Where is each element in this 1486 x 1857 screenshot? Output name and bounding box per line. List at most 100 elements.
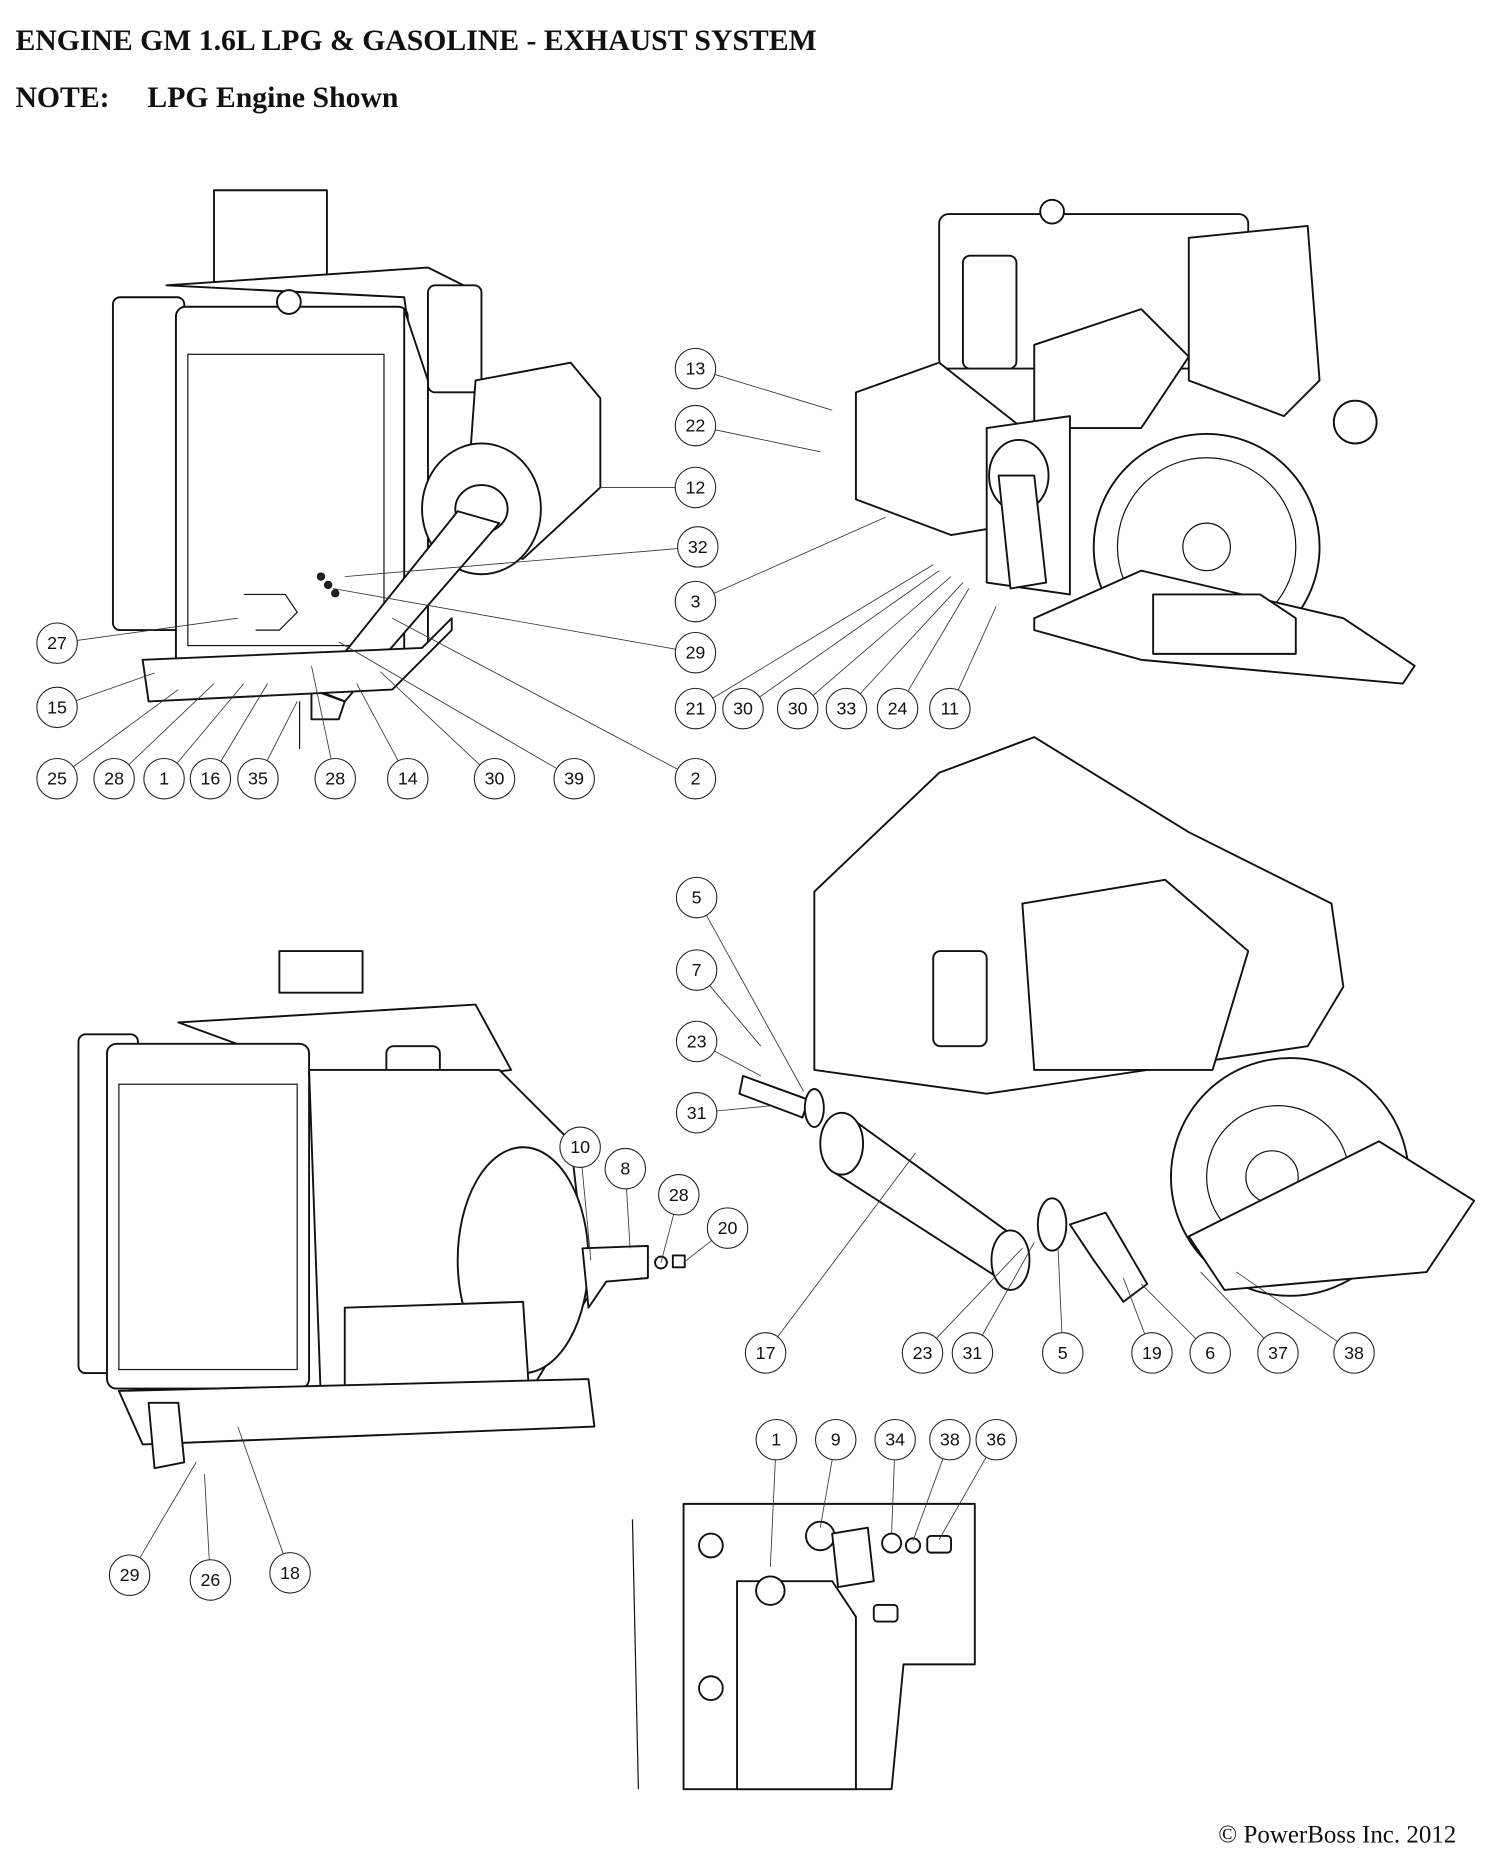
leader-lines — [73, 374, 1338, 1567]
callout-circle — [674, 580, 717, 623]
callout-29: 29 — [108, 1554, 151, 1596]
callout-18: 18 — [269, 1552, 311, 1594]
callout-number: 31 — [963, 1343, 983, 1363]
leader-line — [714, 374, 833, 411]
callout-7: 7 — [675, 949, 718, 991]
leader-line — [75, 672, 155, 702]
callout-number: 28 — [669, 1185, 689, 1205]
callout-number: 33 — [837, 699, 857, 719]
leader-line — [73, 689, 179, 768]
callout-number: 23 — [687, 1031, 707, 1051]
leader-line — [713, 516, 886, 594]
callout-circle — [814, 1418, 857, 1461]
callout-26: 26 — [189, 1559, 232, 1601]
callout-number: 19 — [1142, 1343, 1162, 1363]
callout-number: 23 — [913, 1343, 933, 1363]
callout-28: 28 — [93, 757, 135, 800]
callout-circle — [189, 1559, 232, 1601]
callout-33: 33 — [825, 687, 868, 730]
callout-21: 21 — [674, 687, 717, 730]
leader-line — [1123, 1277, 1146, 1335]
callout-number: 39 — [564, 769, 584, 789]
callout-28: 28 — [314, 757, 356, 800]
callout-circle — [675, 876, 718, 919]
callout-19: 19 — [1131, 1332, 1173, 1374]
callout-circle — [189, 757, 232, 800]
leader-line — [77, 617, 238, 641]
callout-circle — [1257, 1332, 1299, 1374]
callout-5: 5 — [675, 876, 718, 919]
callout-circle — [1333, 1332, 1375, 1374]
callout-circle — [658, 1174, 700, 1216]
leader-line — [392, 617, 678, 770]
leader-line — [626, 1188, 631, 1249]
callout-circle — [722, 687, 764, 730]
callout-12: 12 — [674, 466, 717, 509]
callout-circle — [674, 631, 717, 674]
callout-circle — [776, 687, 819, 730]
leader-line — [1236, 1271, 1338, 1342]
callout-circle — [143, 757, 185, 800]
callout-30: 30 — [776, 687, 819, 730]
leader-line — [759, 570, 940, 698]
callout-38: 38 — [1333, 1332, 1375, 1374]
callout-number: 15 — [47, 697, 67, 717]
leader-line — [715, 429, 821, 453]
callout-circle — [1042, 1332, 1084, 1374]
leader-line — [938, 1457, 987, 1540]
callout-number: 11 — [941, 699, 960, 719]
callout-31: 31 — [951, 1332, 994, 1374]
engine-drawing-radiator-side — [111, 189, 602, 749]
leader-line — [237, 1426, 284, 1554]
callout-number: 31 — [687, 1103, 707, 1123]
leader-line — [907, 588, 970, 692]
callout-3: 3 — [674, 580, 717, 623]
callout-number: 5 — [692, 888, 702, 908]
callout-number: 27 — [47, 633, 67, 653]
leader-line — [777, 1152, 916, 1337]
callout-number: 18 — [280, 1563, 300, 1583]
callout-circle — [1131, 1332, 1173, 1374]
callout-number: 8 — [620, 1159, 630, 1179]
callout-32: 32 — [677, 526, 719, 568]
callout-34: 34 — [874, 1418, 916, 1461]
callout-circle — [36, 757, 78, 800]
callout-23: 23 — [901, 1332, 944, 1374]
callout-37: 37 — [1257, 1332, 1299, 1374]
leader-line — [356, 683, 399, 762]
callout-number: 12 — [686, 477, 706, 497]
callout-1: 1 — [143, 757, 185, 800]
callout-circle — [951, 1332, 994, 1374]
callout-20: 20 — [706, 1207, 749, 1249]
callout-circle — [901, 1332, 944, 1374]
callout-number: 32 — [688, 537, 708, 557]
callout-circle — [675, 1092, 718, 1134]
callout-number: 36 — [986, 1430, 1006, 1450]
leader-line — [176, 683, 245, 764]
callout-circle — [744, 1332, 787, 1374]
callout-number: 10 — [570, 1137, 590, 1157]
callout-number: 38 — [940, 1430, 960, 1450]
callout-39: 39 — [553, 757, 595, 800]
callout-36: 36 — [975, 1418, 1017, 1461]
callout-circle — [553, 757, 595, 800]
callout-17: 17 — [744, 1332, 787, 1374]
copyright: © PowerBoss Inc. 2012 — [1218, 1822, 1456, 1849]
callout-circle — [36, 686, 78, 729]
callout-number: 3 — [690, 592, 700, 612]
callout-2: 2 — [674, 757, 717, 800]
callout-13: 13 — [674, 347, 717, 390]
callout-number: 1 — [771, 1430, 781, 1450]
callout-15: 15 — [36, 686, 78, 729]
note-label: NOTE: — [15, 82, 109, 114]
note-text: LPG Engine Shown — [147, 82, 399, 114]
callout-number: 35 — [248, 769, 268, 789]
engine-drawing-flywheel-side — [854, 198, 1416, 685]
leader-line — [344, 548, 678, 578]
callout-38: 38 — [929, 1418, 971, 1461]
leader-line — [338, 641, 557, 769]
leader-line — [1057, 1248, 1063, 1333]
leader-line — [769, 1459, 776, 1567]
